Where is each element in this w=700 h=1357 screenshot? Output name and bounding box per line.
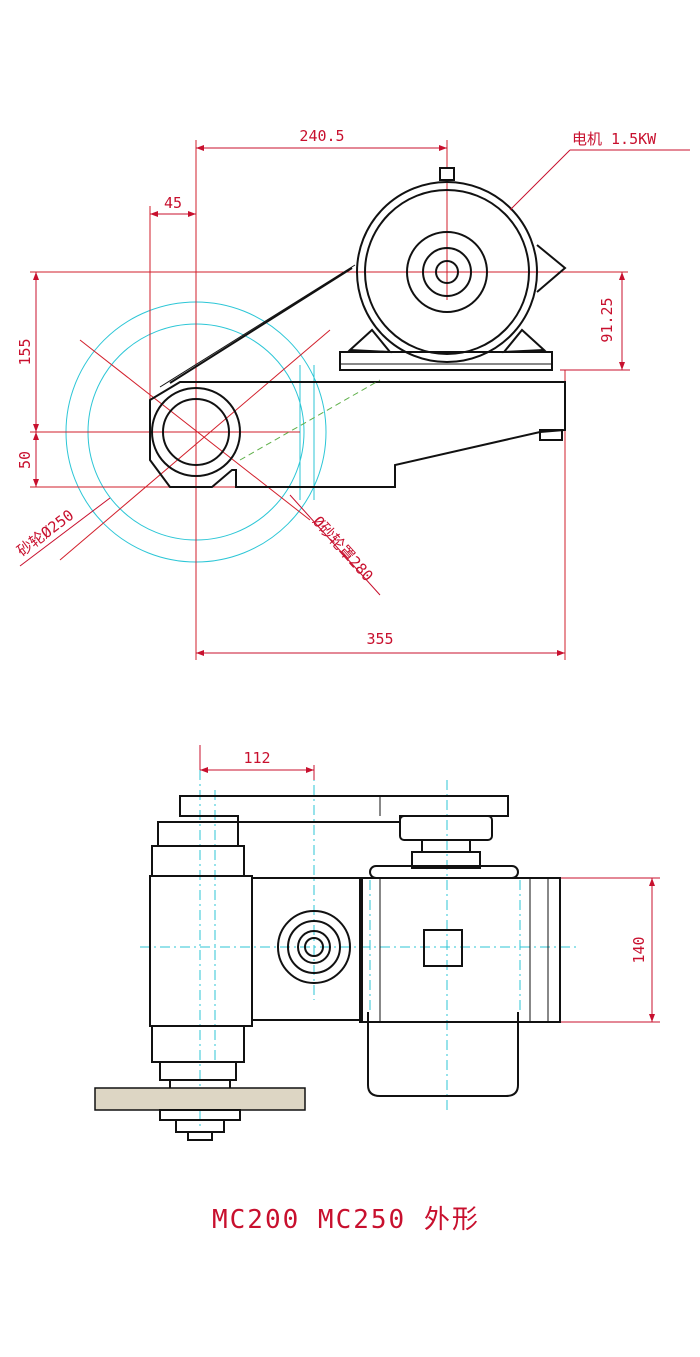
dim-112: 112 (243, 749, 270, 767)
wheel-spindle (151, 387, 241, 477)
dim-355: 355 (366, 630, 393, 648)
dim-240-5: 240.5 (299, 127, 344, 145)
dim-155: 155 (16, 338, 34, 365)
dim-45: 45 (164, 194, 182, 212)
top-view: 240.5 45 155 50 91.25 355 电机 1.5KW 砂轮Ø25… (14, 127, 690, 660)
spindle-housing (149, 875, 253, 1027)
dim-50: 50 (16, 451, 34, 469)
side-view: 112 140 (94, 745, 660, 1141)
drawing-caption: MC200 MC250 外形 (212, 1205, 480, 1235)
motor-housing (356, 181, 538, 363)
dim-91-25: 91.25 (598, 297, 616, 342)
wheel-label: 砂轮Ø250 (14, 506, 78, 560)
motor-label: 电机 1.5KW (572, 130, 657, 148)
mounting-frame (149, 381, 566, 488)
guard-label: Ø砂轮罩280 (309, 513, 377, 585)
belt-cover (179, 795, 509, 823)
dim-140: 140 (630, 936, 648, 963)
grinding-wheel (94, 1087, 306, 1111)
